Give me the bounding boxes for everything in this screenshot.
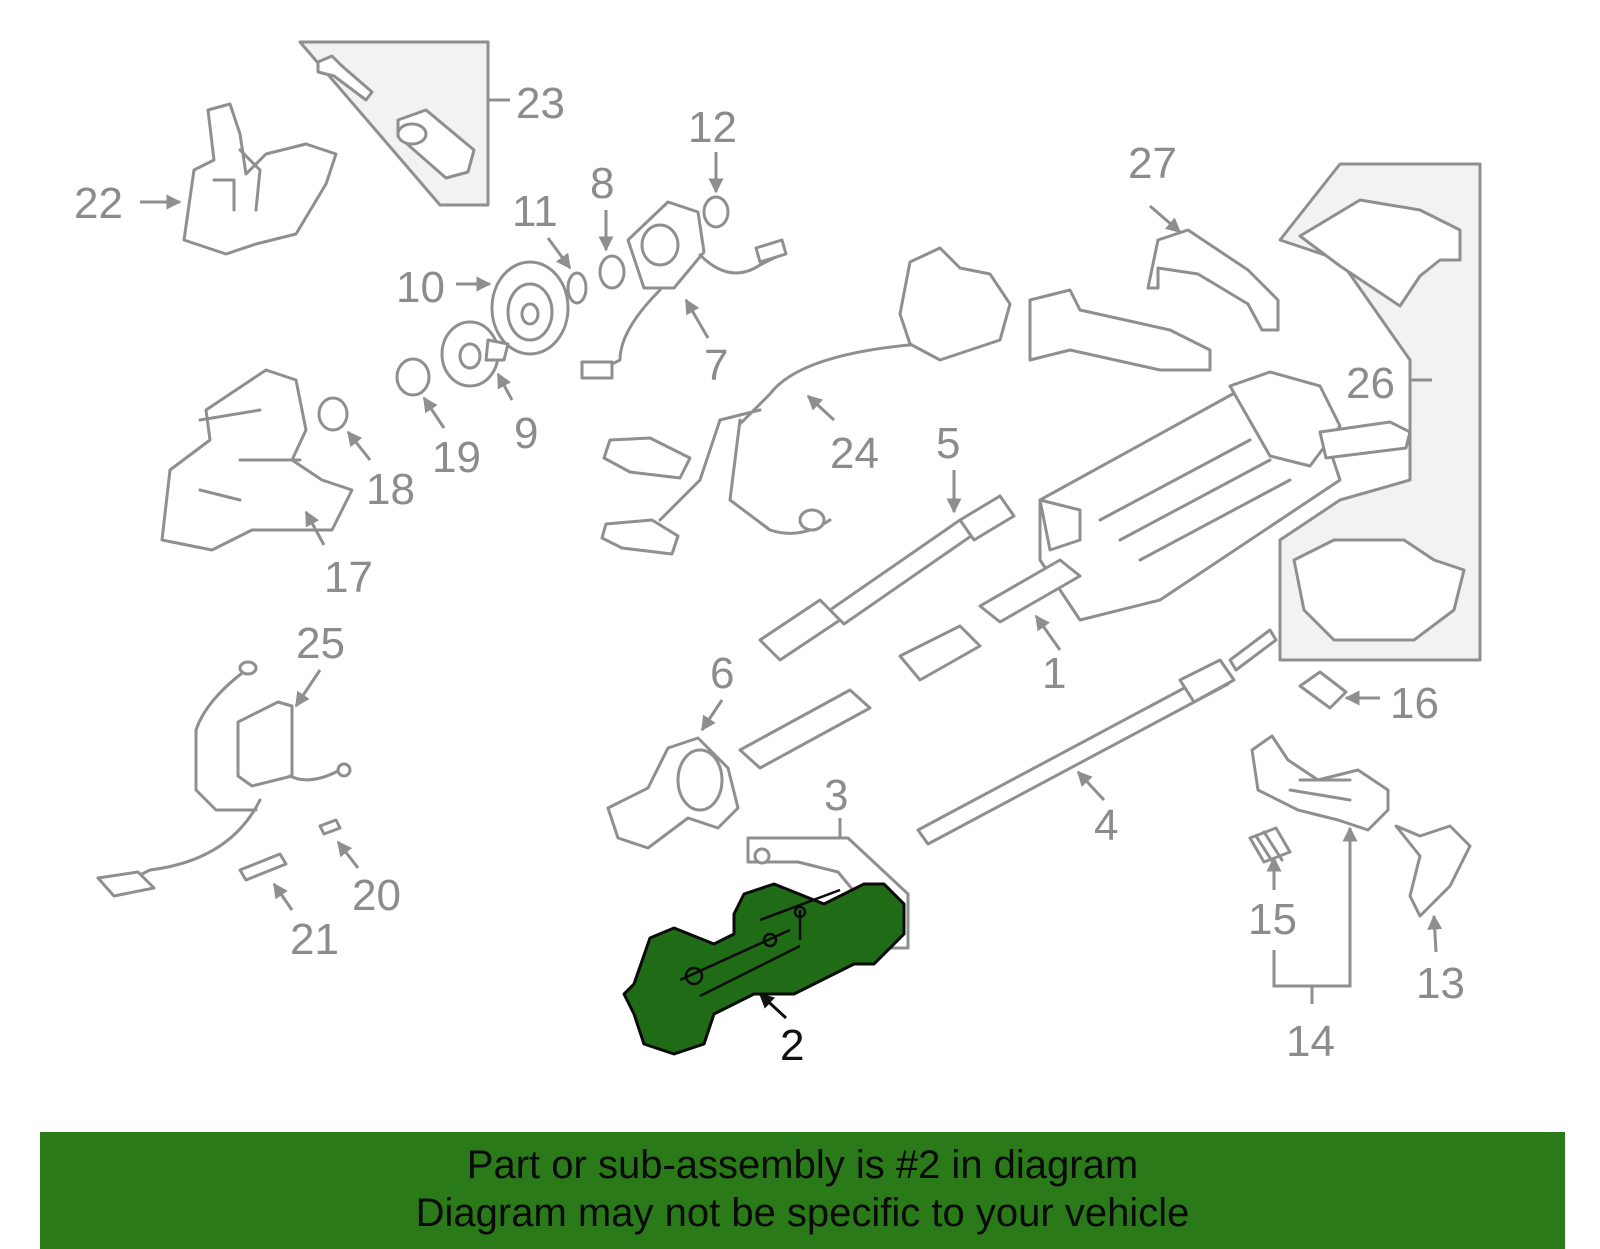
part-19-cap: [395, 357, 446, 429]
part-6-coupling-boot: [606, 699, 740, 850]
callout-8: 8: [590, 159, 614, 208]
part-17-switch-bracket: [160, 368, 354, 552]
callout-24: 24: [830, 429, 879, 478]
part-21-clip: [238, 852, 294, 911]
info-banner: Part or sub-assembly is #2 in diagram Di…: [40, 1132, 1565, 1249]
callout-14: 14: [1286, 1017, 1335, 1066]
part-7-clockspring: [580, 200, 788, 380]
callout-21: 21: [290, 915, 339, 964]
callout-6: 6: [710, 649, 734, 698]
callout-2: 2: [780, 1021, 804, 1070]
callout-19: 19: [432, 433, 481, 482]
callout-23: 23: [516, 79, 565, 128]
part-24-wiring-harness: [600, 342, 922, 556]
part-11-ring: [546, 237, 588, 305]
callout-16: 16: [1390, 679, 1439, 728]
callout-13: 13: [1416, 959, 1465, 1008]
part-20-clip: [318, 818, 360, 869]
part-12-ring: [702, 152, 730, 229]
callout-1: 1: [1042, 649, 1066, 698]
callout-3: 3: [824, 771, 848, 820]
part-1-steering-column: [738, 370, 1412, 770]
part-14-lever-kit: [1250, 734, 1390, 1004]
callout-15: 15: [1248, 895, 1297, 944]
part-10-pulley: [456, 260, 570, 356]
callout-10: 10: [396, 263, 445, 312]
callout-5: 5: [936, 419, 960, 468]
callout-12: 12: [688, 103, 737, 152]
part-4-lower-shaft: [916, 628, 1278, 846]
part-22-switch-housing: [140, 102, 338, 256]
part-9-bushing: [440, 320, 514, 401]
part-18-sleeve: [317, 396, 372, 461]
part-23-lock-kit: [298, 40, 510, 207]
part-8-ring: [598, 210, 626, 290]
part-25-control-module: [96, 660, 352, 898]
callout-27: 27: [1128, 139, 1177, 188]
callout-17: 17: [324, 553, 373, 602]
callout-22: 22: [74, 179, 123, 228]
callout-25: 25: [296, 619, 345, 668]
part-24-switch-lever: [898, 246, 1212, 372]
part-5-intermediate-shaft: [758, 470, 1016, 662]
part-16-plug: [1298, 670, 1380, 710]
callout-20: 20: [352, 871, 401, 920]
banner-disclaimer: Diagram may not be specific to your vehi…: [415, 1191, 1190, 1235]
part-2-column-housing: [622, 882, 906, 1056]
callout-18: 18: [366, 465, 415, 514]
banner-part-note: Part or sub-assembly is #2 in diagram: [466, 1143, 1139, 1187]
callout-9: 9: [514, 409, 538, 458]
part-13-bracket: [1394, 824, 1472, 953]
callout-26: 26: [1346, 359, 1395, 408]
callout-7: 7: [704, 341, 728, 390]
callout-4: 4: [1094, 801, 1118, 850]
part-27-trim-cover: [1146, 204, 1280, 332]
part-26-column-shroud: [1278, 162, 1482, 662]
callout-11: 11: [512, 187, 558, 236]
part-15-spring: [1248, 826, 1292, 890]
